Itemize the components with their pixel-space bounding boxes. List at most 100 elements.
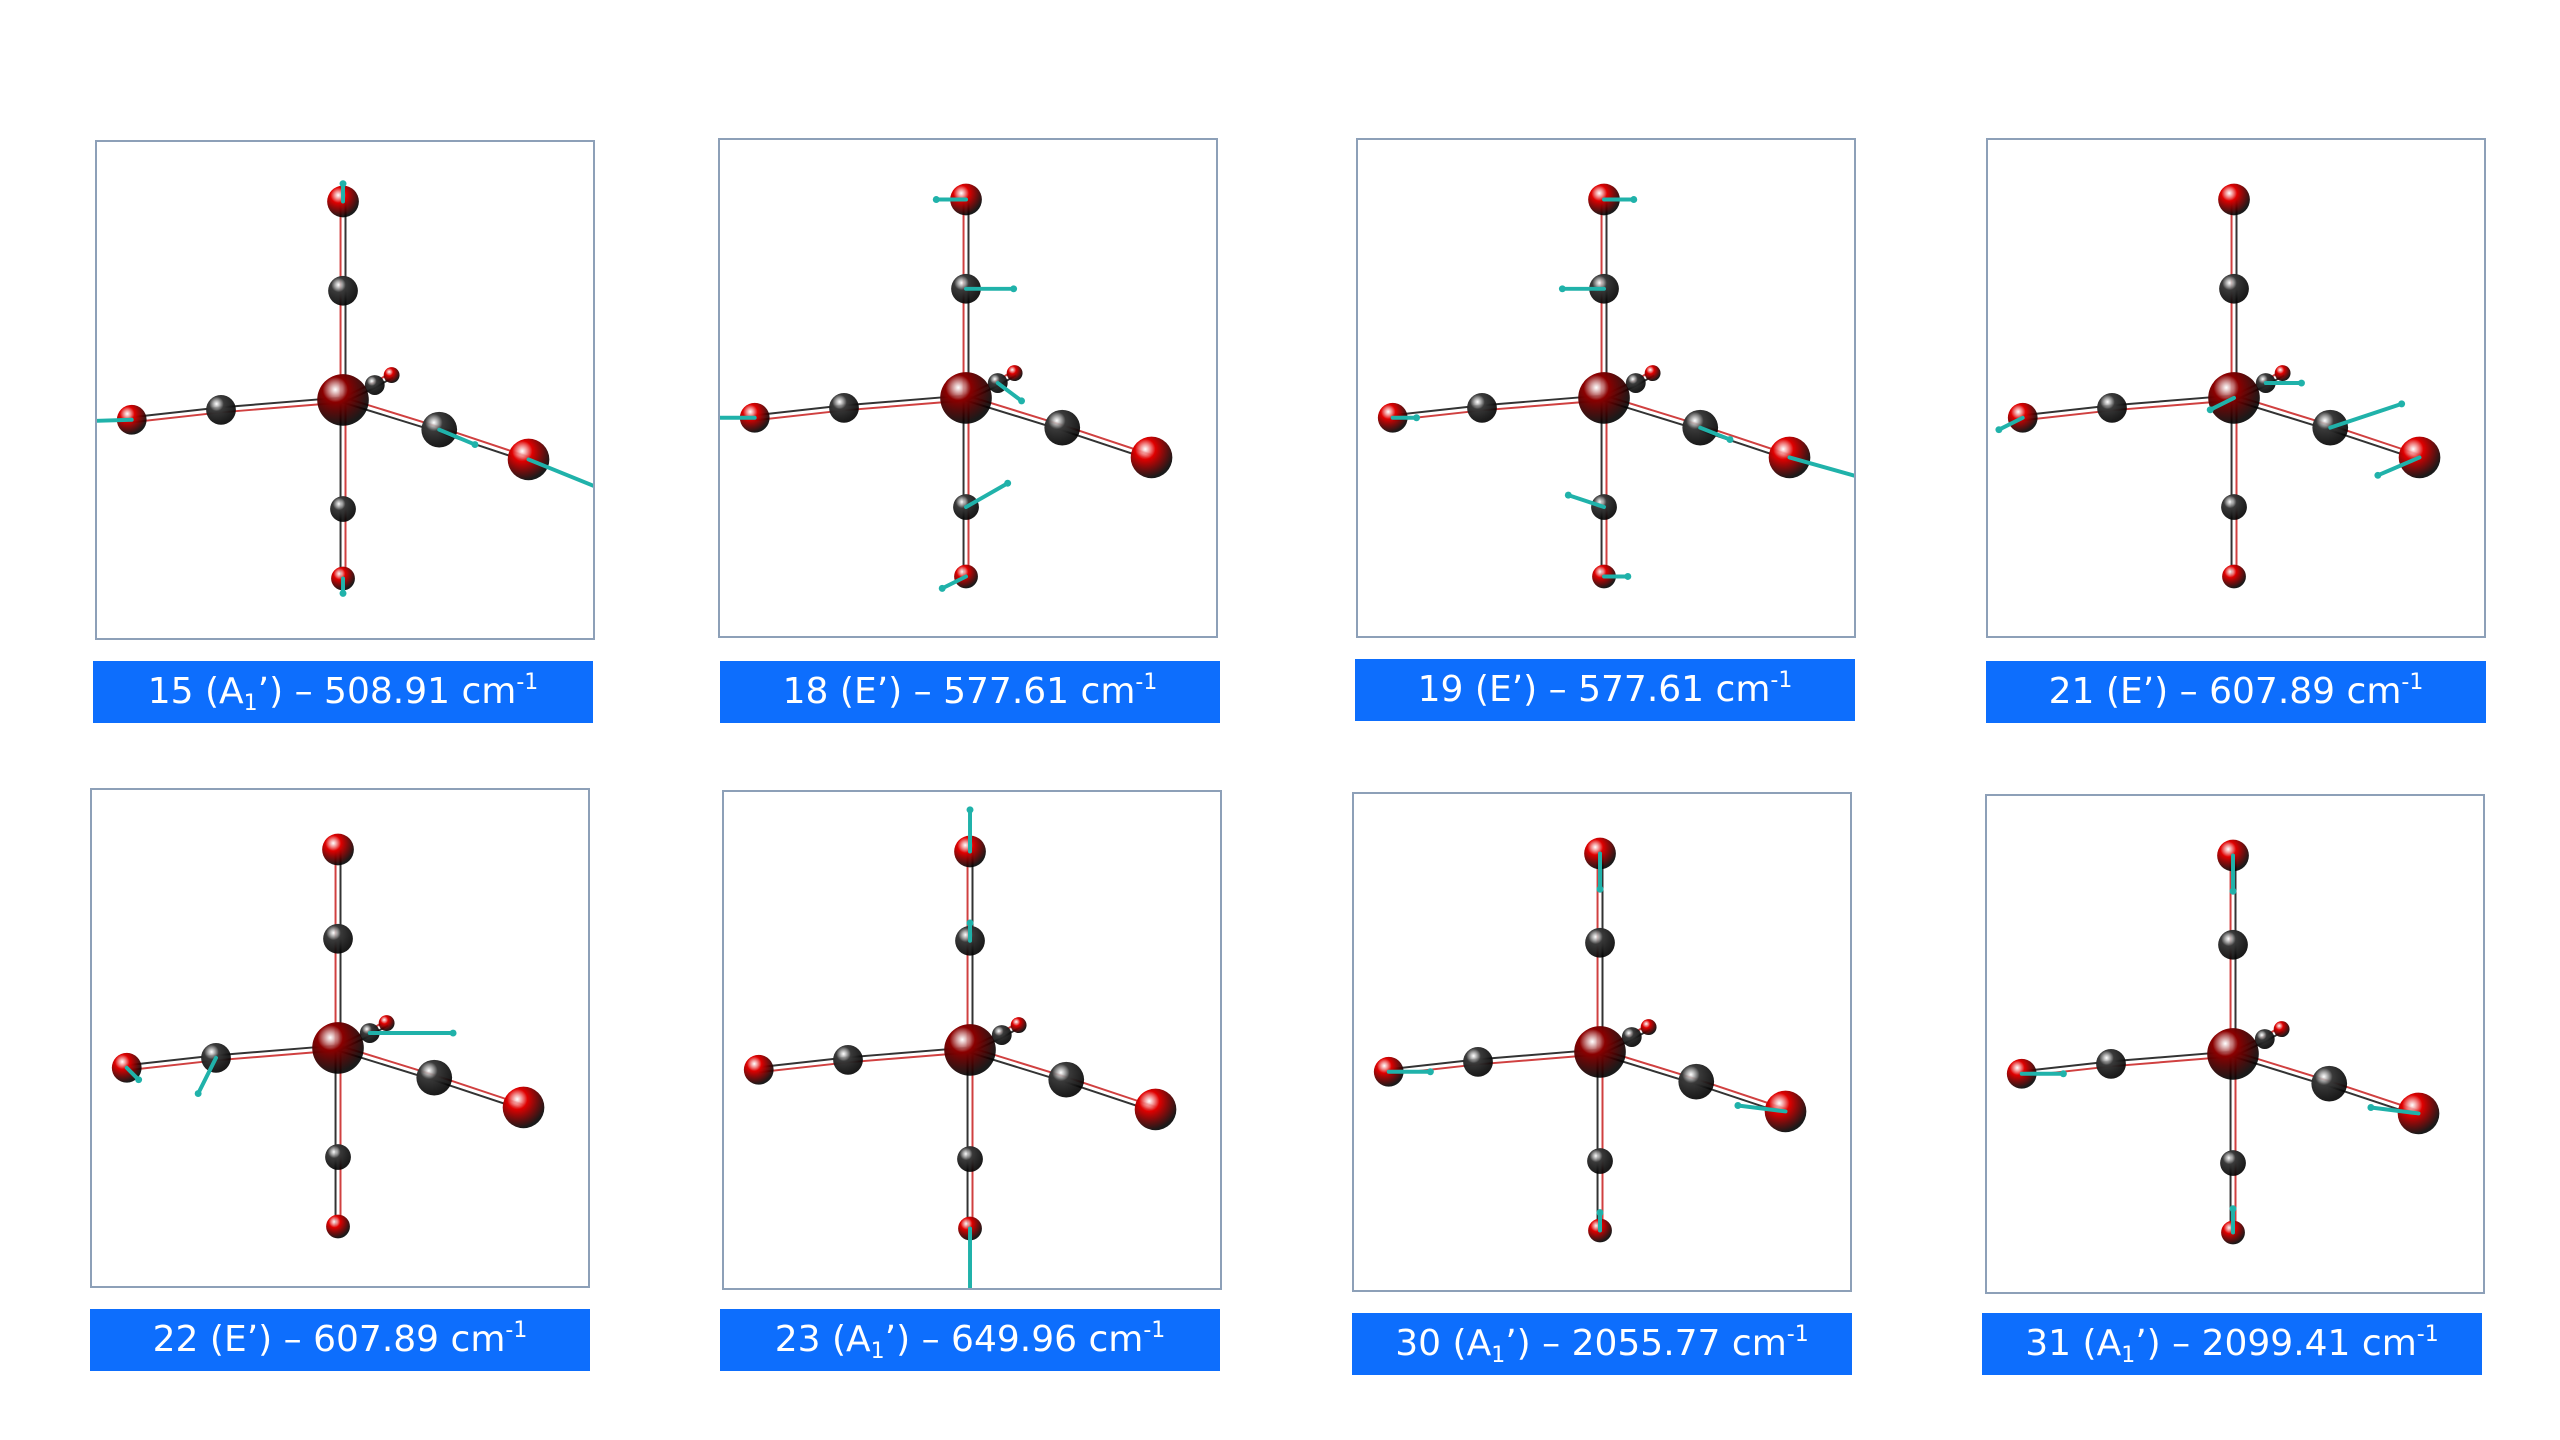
- atom-c-left: [206, 394, 236, 425]
- atom-o-back: [378, 1015, 395, 1032]
- displacement-vector: [437, 427, 477, 447]
- symmetry-base: A: [846, 1319, 871, 1360]
- atom-o-top: [2218, 183, 2250, 216]
- atom-o-back: [1010, 1017, 1027, 1034]
- symmetry-base: A: [219, 671, 244, 712]
- atom-o-bottom: [326, 1214, 350, 1239]
- mode-number: 21: [2048, 671, 2095, 712]
- atom-c-top: [2218, 929, 2248, 960]
- separator: –: [272, 1319, 314, 1360]
- mode-number: 19: [1417, 669, 1464, 710]
- displacement-vector-tip: [194, 1090, 202, 1098]
- displacement-vector-tip: [966, 919, 974, 927]
- atom-c-right: [1044, 409, 1081, 446]
- unit: cm: [1731, 1323, 1787, 1364]
- unit-exponent: -1: [1786, 1322, 1809, 1347]
- separator: –: [1530, 1323, 1572, 1364]
- bond: [758, 1061, 849, 1074]
- displacement-vector-tip: [1018, 397, 1026, 405]
- symmetry-subscript: 1: [243, 691, 258, 716]
- displacement-vector-tip: [1624, 573, 1632, 580]
- atom-o-back: [2274, 365, 2291, 382]
- atom-c-back: [2254, 1029, 2275, 1049]
- symmetry-prime: ’: [884, 1319, 897, 1360]
- displacement-vector-tip: [1630, 196, 1638, 203]
- atom-c-bottom: [2221, 494, 2247, 520]
- symmetry-base: E: [223, 1319, 247, 1360]
- unit: cm: [450, 1319, 506, 1360]
- symmetry-prime: ’: [876, 671, 889, 712]
- mode-number: 15: [147, 671, 194, 712]
- atom-m: [312, 1022, 364, 1074]
- displacement-vector-tip: [932, 196, 940, 203]
- displacement-vector-tip: [1010, 285, 1018, 293]
- displacement-vector-tip: [966, 806, 974, 814]
- atom-c-bottom: [325, 1144, 351, 1170]
- mode-number: 18: [782, 671, 829, 712]
- symmetry-prime: ’: [1505, 1323, 1517, 1364]
- displacement-vector: [196, 1055, 218, 1096]
- displacement-vector-tip: [2374, 471, 2382, 479]
- atom-c-left: [829, 392, 859, 423]
- mode-panel-21: [1986, 138, 2486, 638]
- symmetry-prime: ’: [246, 1319, 259, 1360]
- atom-m: [1578, 372, 1630, 424]
- mode-caption-19: 19 (E’) – 577.61 cm-1: [1355, 659, 1855, 721]
- mode-number: 30: [1395, 1323, 1442, 1364]
- frequency: 508.91: [324, 671, 451, 712]
- displacement-vector-tip: [938, 584, 946, 592]
- atom-c-back: [1621, 1027, 1642, 1047]
- molecule-diagram-15: [97, 180, 593, 597]
- bond: [126, 1054, 216, 1067]
- atom-c-top: [328, 275, 358, 306]
- symmetry-subscript: 1: [870, 1339, 885, 1364]
- atom-c-back: [991, 1025, 1012, 1045]
- mode-caption-31: 31 (A1’) – 2099.41 cm-1: [1982, 1313, 2482, 1375]
- bond: [758, 1056, 848, 1069]
- displacement-vector: [995, 381, 1024, 403]
- mode-caption-30: 30 (A1’) – 2055.77 cm-1: [1352, 1313, 1852, 1375]
- bond: [1388, 1058, 1478, 1071]
- displacement-vector-tip: [1413, 414, 1420, 422]
- molecule-diagram-21: [1995, 183, 2441, 589]
- atom-c-bottom: [2220, 1150, 2246, 1176]
- symmetry-subscript: 1: [1491, 1343, 1506, 1368]
- atom-c-top: [1585, 927, 1615, 958]
- mode-panel-15: [95, 140, 595, 640]
- unit: cm: [461, 671, 517, 712]
- displacement-vector: [2328, 401, 2404, 430]
- atom-m: [317, 374, 369, 426]
- symmetry-prime: ’: [2142, 671, 2155, 712]
- atom-c-back: [1625, 373, 1646, 393]
- separator: –: [1537, 669, 1579, 710]
- bond: [754, 409, 845, 422]
- atom-c-right: [1048, 1061, 1085, 1098]
- bond: [2021, 1060, 2111, 1073]
- atom-c-bottom: [330, 496, 356, 522]
- displacement-vector: [940, 574, 968, 591]
- symmetry-base: E: [853, 671, 877, 712]
- displacement-vector: [97, 417, 134, 423]
- bond: [2022, 404, 2112, 417]
- mode-number: 31: [2025, 1323, 2072, 1364]
- bond: [1392, 404, 1482, 417]
- unit-exponent: -1: [516, 670, 539, 695]
- bond: [2022, 409, 2113, 422]
- frequency: 607.89: [313, 1319, 440, 1360]
- atom-o-right: [1130, 436, 1173, 479]
- frequency: 577.61: [1578, 669, 1705, 710]
- atom-c-left: [833, 1044, 863, 1075]
- unit-exponent: -1: [2416, 1322, 2439, 1347]
- mode-caption-21: 21 (E’) – 607.89 cm-1: [1986, 661, 2486, 723]
- separator: –: [283, 671, 325, 712]
- symmetry-base: A: [2096, 1323, 2122, 1364]
- displacement-vector-tip: [2298, 379, 2305, 387]
- atom-c-top: [323, 923, 353, 954]
- unit-exponent: -1: [505, 1318, 528, 1343]
- atom-m: [1574, 1026, 1626, 1078]
- displacement-vector-tip: [1726, 436, 1734, 444]
- molecule-diagram-23: [743, 806, 1177, 1288]
- atom-o-back: [2273, 1021, 2290, 1038]
- mode-caption-15: 15 (A1’) – 508.91 cm-1: [93, 661, 593, 723]
- mode-panel-31: [1985, 794, 2485, 1294]
